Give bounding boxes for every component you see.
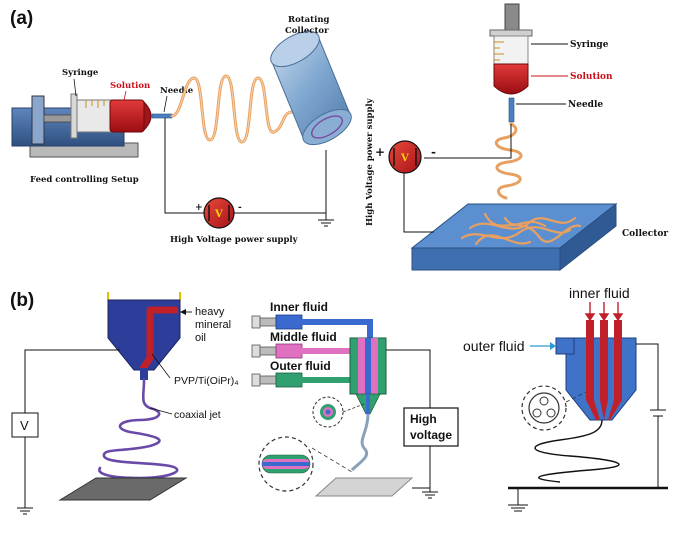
label-solution-a-left: Solution bbox=[110, 81, 150, 91]
pointer-solution-a-left bbox=[123, 90, 127, 101]
voltmeter-a-right bbox=[388, 140, 422, 174]
label-needle-a-left: Needle bbox=[160, 86, 194, 96]
label-syringe-a-right: Syringe bbox=[570, 40, 609, 50]
panel-a-tag: (a) bbox=[10, 8, 33, 29]
pump-plate bbox=[31, 95, 45, 145]
voltmeter-a-left-minus: - bbox=[238, 203, 242, 213]
inner-fluid-arrows bbox=[584, 302, 624, 322]
fiber-magnifier-inner bbox=[262, 462, 310, 466]
label-syringe-a-left: Syringe bbox=[62, 68, 99, 78]
needle-a-left bbox=[151, 113, 173, 119]
cross-section-b-right-hole1 bbox=[539, 396, 549, 406]
multichannel-nozzle bbox=[555, 320, 637, 421]
collected-fibers bbox=[460, 212, 582, 246]
label-hv-line1: High bbox=[410, 412, 437, 426]
label-heavy-line3: oil bbox=[195, 332, 206, 344]
pointer-coaxial bbox=[149, 407, 173, 415]
fiber-a-left-highlight bbox=[171, 75, 293, 143]
solution-fill-a-right bbox=[493, 63, 529, 95]
voltmeter-a-right-v: V bbox=[400, 153, 409, 164]
fiber-a-right bbox=[494, 122, 523, 200]
voltmeter-a-right-minus: - bbox=[431, 145, 436, 159]
label-heavy-line1: heavy bbox=[195, 306, 225, 318]
syringes-b-middle bbox=[251, 314, 303, 388]
circuit-b-middle bbox=[386, 349, 438, 499]
pointer-outer-fluid-arrowhead bbox=[550, 342, 556, 350]
collector-plate-b-left bbox=[58, 477, 188, 501]
syringe-a-right bbox=[489, 3, 533, 123]
rotating-collector bbox=[270, 30, 352, 146]
collector-plate-b-middle bbox=[314, 477, 414, 497]
syringe-flange bbox=[70, 93, 78, 139]
label-inner-fluid-right: inner fluid bbox=[569, 285, 630, 301]
plunger-rod bbox=[43, 114, 75, 123]
label-solution-a-right: Solution bbox=[570, 72, 613, 82]
voltage-source-b-left bbox=[11, 412, 39, 438]
voltmeter-a-left bbox=[203, 197, 235, 229]
cross-section-inner bbox=[325, 409, 331, 415]
label-outer-fluid-right: outer fluid bbox=[463, 338, 524, 354]
triaxial-nozzle bbox=[349, 337, 387, 415]
tubes-b-middle bbox=[299, 319, 373, 383]
voltmeter-a-right-plus: + bbox=[375, 145, 385, 159]
label-pvp: PVP/Ti(OiPr)₄ bbox=[174, 375, 239, 387]
cross-section-b-right-pointer bbox=[565, 391, 587, 403]
label-rotating-line1: Rotating bbox=[288, 15, 330, 25]
circuit-b-right bbox=[508, 343, 668, 512]
label-coaxial: coaxial jet bbox=[174, 409, 221, 421]
syringe-tip bbox=[143, 100, 152, 132]
label-needle-a-right: Needle bbox=[568, 100, 603, 110]
coaxial-jet-spiral bbox=[98, 378, 179, 480]
label-heavy-line2: mineral bbox=[195, 319, 231, 331]
jet-b-middle bbox=[350, 413, 370, 472]
circuit-a-right bbox=[403, 124, 512, 233]
label-inner-fluid: Inner fluid bbox=[270, 300, 328, 314]
fiber-magnifier-pointer bbox=[311, 447, 353, 473]
voltage-source-b-left-v: V bbox=[20, 418, 29, 433]
label-outer-fluid: Outer fluid bbox=[270, 359, 331, 373]
label-rotating-line2: Collector bbox=[285, 26, 329, 36]
label-middle-fluid: Middle fluid bbox=[270, 330, 337, 344]
voltmeter-a-left-plus: + bbox=[195, 203, 203, 213]
label-hv-a-right: High Voltage power supply bbox=[365, 97, 375, 226]
pointer-pvp bbox=[151, 353, 171, 379]
voltmeter-a-left-v: V bbox=[214, 209, 223, 220]
needle-a-right bbox=[508, 97, 515, 123]
pointer-needle-a-left bbox=[163, 95, 168, 113]
feed-controlling-setup bbox=[11, 93, 173, 158]
label-hv-a-left: High Voltage power supply bbox=[170, 235, 299, 245]
panel-b-tag: (b) bbox=[10, 290, 34, 311]
circuit-a-left bbox=[164, 118, 334, 227]
pointer-syringe-a-left bbox=[73, 78, 77, 97]
circuit-b-left bbox=[17, 349, 120, 515]
label-hv-line2: voltage bbox=[410, 428, 452, 442]
cross-section-pointer bbox=[342, 403, 365, 413]
pointer-heavy-oil-arrowhead bbox=[180, 309, 186, 315]
solution-fill bbox=[109, 99, 145, 133]
cross-section-b-right-hole2 bbox=[532, 408, 542, 418]
cross-section-b-right-hole3 bbox=[546, 408, 556, 418]
coaxial-nozzle-b-left bbox=[107, 292, 181, 380]
collector-plate bbox=[410, 202, 618, 272]
hv-box-b-middle bbox=[403, 407, 459, 447]
jet-b-right bbox=[534, 419, 620, 483]
label-feed-setup: Feed controlling Setup bbox=[30, 175, 139, 185]
label-collector: Collector bbox=[622, 229, 668, 239]
